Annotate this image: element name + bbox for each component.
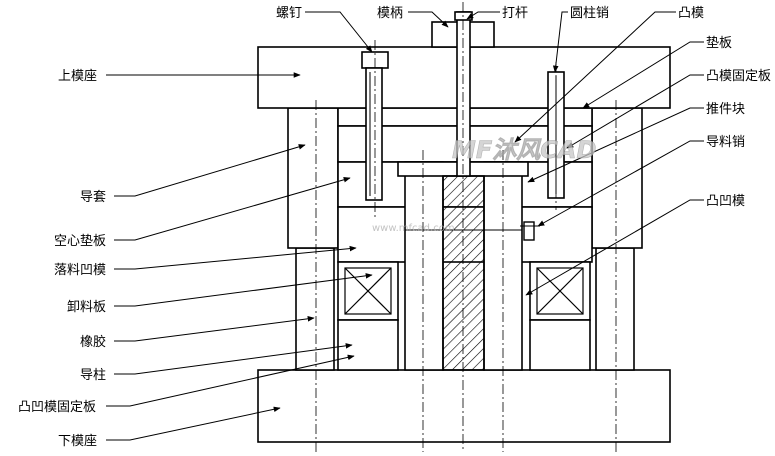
label-backing-plate: 垫板 (706, 35, 732, 51)
leader-lines (106, 11, 704, 441)
punch-die-fixing-plate-right (529, 319, 591, 371)
label-dowel-pin: 圆柱销 (570, 6, 609, 21)
label-die-shank: 模柄 (377, 6, 403, 21)
label-rubber: 橡胶 (80, 334, 106, 350)
label-ejector-block: 推件块 (706, 102, 745, 117)
rubber-right (536, 267, 584, 315)
guide-pillar-right (595, 247, 635, 371)
label-guide-pin: 导料销 (706, 135, 745, 150)
central-assembly (397, 11, 529, 371)
lower-die-base (257, 369, 671, 443)
punch-die-left (404, 161, 444, 371)
knockout-rod-head (454, 11, 473, 21)
centerlines (315, 2, 617, 452)
watermark: MF沐风CAD www.mfcad.com (372, 136, 597, 234)
label-screw: 螺钉 (276, 6, 302, 21)
watermark-logo: MF沐风CAD (452, 136, 596, 164)
rubber-left (344, 267, 392, 315)
watermark-url: www.mfcad.com (372, 223, 455, 234)
label-stripper-plate: 卸料板 (67, 299, 106, 315)
label-punch-die-fixing-plate: 凸凹模固定板 (18, 400, 96, 415)
label-blanking-die: 落料凹模 (54, 263, 106, 278)
labels: 螺钉 模柄 打杆 圆柱销 凸模 垫板 凸模固定板 推件块 导料销 凸凹模 上模座… (18, 6, 771, 449)
guide-pin (520, 221, 540, 241)
label-punch: 凸模 (678, 6, 704, 21)
guide-bush-left (287, 107, 339, 249)
guide-bush-right (591, 107, 643, 249)
label-guide-bush: 导套 (80, 189, 106, 205)
label-punch-die: 凸凹模 (706, 194, 745, 209)
label-lower-die-base: 下模座 (58, 434, 97, 449)
label-guide-pillar: 导柱 (80, 368, 106, 383)
label-knockout-rod: 打杆 (502, 6, 528, 21)
label-punch-fixing-plate: 凸模固定板 (706, 69, 771, 84)
punch-die-fixing-plate (337, 319, 399, 371)
label-upper-die-base: 上模座 (58, 69, 97, 84)
label-hollow-backing-plate: 空心垫板 (54, 233, 106, 249)
punch (442, 175, 485, 371)
